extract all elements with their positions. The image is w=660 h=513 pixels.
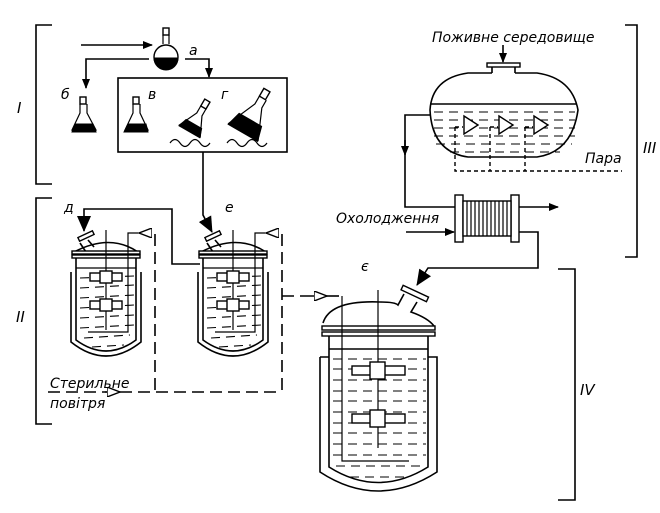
stage-III-label: III: [643, 139, 657, 157]
flow-a-to-b: [82, 58, 149, 89]
flow-e-to-d: [77, 208, 200, 265]
label-g: г: [221, 87, 229, 103]
nutrient-medium-caption: Поживне середовище: [432, 30, 594, 46]
label-v: в: [148, 87, 156, 103]
stage-I-bracket: [35, 24, 52, 185]
shaker-flask-large: [227, 87, 271, 143]
label-ye: є: [361, 259, 369, 275]
steam-lines: [454, 126, 622, 172]
flow-box-to-e: [198, 152, 213, 233]
label-d: д: [63, 200, 74, 216]
stage-IV-label: IV: [580, 381, 596, 399]
flask-a: [153, 27, 179, 71]
stage-IV-bracket: [558, 268, 576, 501]
flow-to-main-fermenter: [416, 231, 539, 286]
stage-II-bracket: [35, 197, 52, 425]
sterilizer-outflow: [404, 114, 455, 208]
label-a: а: [189, 43, 198, 59]
sterile-air-caption-1: Стерильне: [50, 376, 130, 392]
shaker-wave-icon-1: [169, 138, 211, 148]
stage-II-label: II: [16, 308, 25, 326]
stage-III-bracket: [625, 24, 638, 258]
heat-exchanger: [454, 194, 520, 243]
steam-caption: Пара: [585, 151, 622, 167]
label-e: е: [225, 200, 234, 216]
seed-fermenter-d: [70, 229, 142, 357]
seed-fermenter-e: [197, 229, 269, 357]
flow-a-to-box: [185, 58, 213, 78]
shaker-wave-icon-2: [226, 138, 268, 148]
stage-I-label: I: [17, 99, 22, 117]
cooling-caption: Охолодження: [336, 211, 439, 227]
label-b: б: [61, 87, 70, 103]
main-fermenter: [319, 284, 438, 492]
medium-sterilizer: [429, 62, 579, 158]
flask-v: [123, 96, 149, 133]
shaker-flask-small: [178, 98, 211, 139]
flask-b: [71, 96, 97, 133]
sterile-air-caption-2: повітря: [50, 396, 105, 412]
